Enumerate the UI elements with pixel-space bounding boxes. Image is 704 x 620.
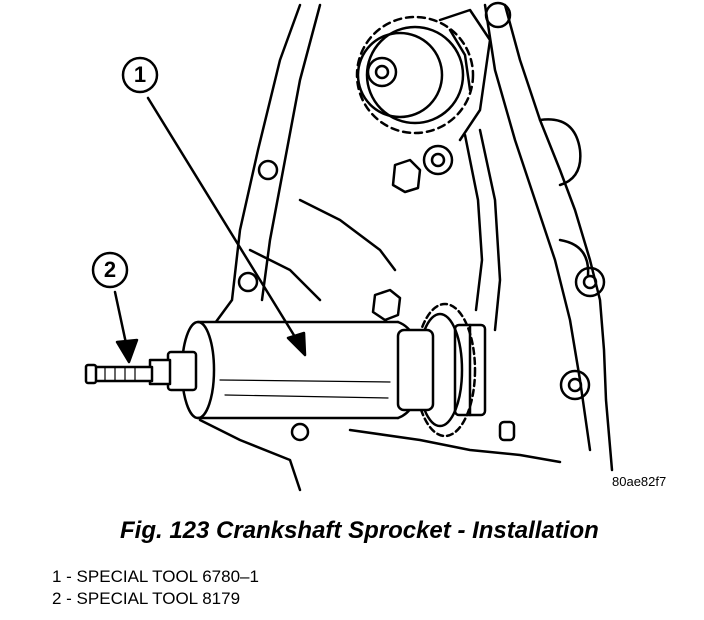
crankshaft-sprocket-diagram: 1 2 xyxy=(84,1,614,492)
legend-list: 1 - SPECIAL TOOL 6780–1 2 - SPECIAL TOOL… xyxy=(52,566,259,610)
callout-2-number: 2 xyxy=(104,257,116,282)
callout-1-leader xyxy=(146,96,307,357)
cover-bolt-bosses xyxy=(237,1,606,442)
idler-pulley xyxy=(391,144,454,194)
figure-caption: Fig. 123 Crankshaft Sprocket - Installat… xyxy=(120,517,599,544)
callout-2-circle xyxy=(91,251,129,289)
special-tool-8179 xyxy=(84,350,198,392)
timing-belt xyxy=(463,128,502,332)
image-id-label: 80ae82f7 xyxy=(612,474,667,489)
camshaft-sprocket xyxy=(355,8,492,142)
callout-1-number: 1 xyxy=(134,62,146,87)
callout-2-leader xyxy=(113,290,139,364)
callout-1-circle xyxy=(121,56,159,94)
legend-item-1: 1 - SPECIAL TOOL 6780–1 xyxy=(52,567,259,586)
special-tool-6780-1 xyxy=(180,320,435,420)
legend-item-2: 2 - SPECIAL TOOL 8179 xyxy=(52,589,241,608)
